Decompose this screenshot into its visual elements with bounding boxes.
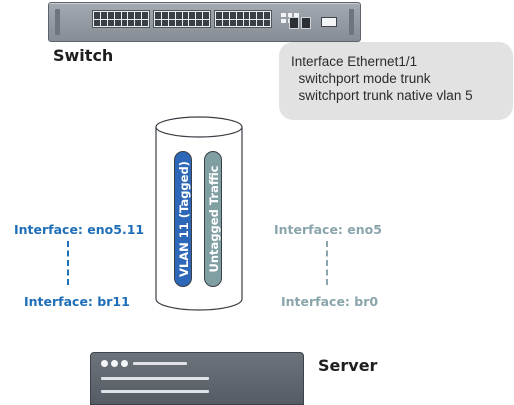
switch-console-port — [321, 17, 337, 27]
config-line: switchport trunk native vlan 5 — [291, 88, 473, 103]
interface-eno5-label: Interface: eno5 — [274, 222, 382, 237]
untagged-traffic-lane — [204, 151, 222, 287]
vlan-11-tagged-label: VLAN 11 (Tagged) — [177, 161, 191, 277]
vlan-11-tagged-lane — [174, 151, 192, 287]
server-led — [101, 360, 108, 367]
server-led — [121, 360, 128, 367]
interface-br0-label: Interface: br0 — [281, 294, 379, 309]
switch-port-block-3 — [214, 10, 272, 28]
left-interface-link — [67, 241, 69, 285]
config-line: Interface Ethernet1/1 — [291, 54, 418, 69]
switch-sfp-port — [289, 17, 299, 29]
interface-eno5-11-label: Interface: eno5.11 — [14, 222, 145, 237]
server-label: Server — [318, 356, 378, 375]
switch-config-callout: Interface Ethernet1/1 switchport mode tr… — [279, 42, 513, 120]
switch-sfp-port — [301, 17, 311, 29]
switch-rack-ear-left — [55, 9, 60, 35]
network-switch — [48, 2, 361, 42]
server-drive-slot — [133, 362, 187, 365]
right-interface-link — [326, 241, 328, 285]
switch-rack-ear-right — [349, 9, 354, 35]
interface-br11-label: Interface: br11 — [24, 294, 130, 309]
untagged-traffic-label: Untagged Traffic — [207, 165, 221, 273]
server-led — [111, 360, 118, 367]
switch-port-block-1 — [92, 10, 150, 28]
switch-port-block-2 — [153, 10, 211, 28]
server-drive-slot — [101, 390, 209, 393]
server-drive-slot — [101, 377, 209, 380]
trunk-cable-cylinder — [155, 116, 243, 311]
switch-label: Switch — [53, 46, 114, 65]
config-line: switchport mode trunk — [291, 71, 431, 86]
